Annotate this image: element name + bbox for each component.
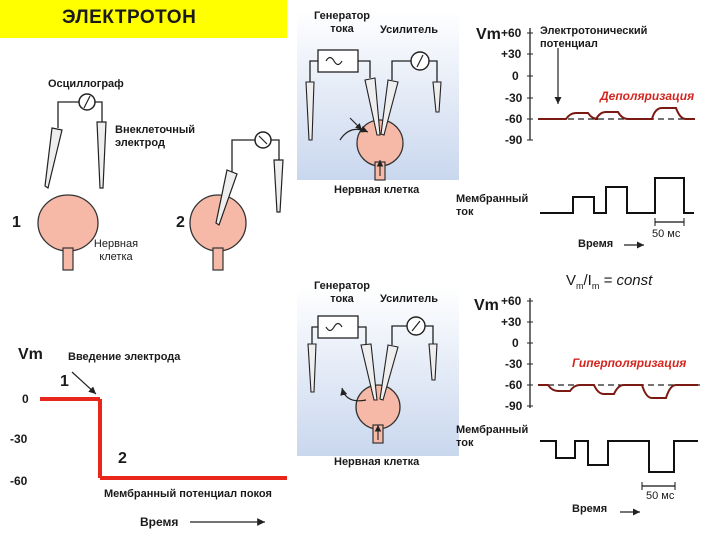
tick-plus30-b: +30 [501,315,522,329]
electrode-icon [44,127,63,189]
depolarization-graph [527,28,695,249]
graph-step-1: 1 [60,373,69,390]
tick-plus30: +30 [501,47,522,61]
current-generator-icon [317,315,359,339]
tick-0-b: 0 [512,336,519,350]
generator-label: Генератор тока [313,10,371,35]
electrode-icon [305,81,315,141]
tick-plus60: +60 [501,26,522,40]
electrotonic-potential-label: Электротонический потенциал [540,25,648,50]
y-tick-minus30: -30 [10,432,28,446]
page-title: ЭЛЕКТРОТОН [62,7,197,28]
tick-minus60-b: -60 [505,378,523,392]
depolarization-setup [297,10,459,181]
time-label-bottom: Время [572,503,608,515]
generator-label-2: Генератор тока [313,280,371,305]
vm-axis-label-top: Vm [476,26,501,43]
hyperpolarization-setup [297,286,459,456]
electrode-icon [273,159,284,213]
amplifier-label-2: Усилитель [380,293,439,305]
step-2-label: 2 [176,214,185,231]
tick-0: 0 [512,69,519,83]
title-highlight [0,0,287,38]
time-scale-label-2: 50 мс [646,490,675,502]
electrode-icon [380,79,399,136]
graph-step-2: 2 [118,450,127,467]
membrane-current-label: Мембранный ток [456,193,529,218]
current-generator-icon [317,49,359,73]
time-label-top: Время [578,238,614,250]
electrode-icon [432,81,442,113]
vm-axis-label-bottom: Vm [474,297,499,314]
resting-potential-label: Мембранный потенциал покоя [104,488,272,500]
electrode-icon [360,343,378,401]
vm-axis-label: Vm [18,346,43,363]
tick-minus30: -30 [505,91,523,105]
electrode-icon [307,343,317,393]
vm-im-ratio: Vm/Im = const [566,272,653,291]
hyperpolarization-graph [527,298,700,516]
electrode-icon [215,169,238,226]
electrode-icon [379,344,399,401]
nerve-cell-label: Нервная клетка [93,238,139,263]
electrode-insertion-label: Введение электрода [68,351,181,363]
oscilloscope-panel [37,93,284,271]
time-axis-label: Время [140,515,179,529]
time-scale-label: 50 мс [652,228,681,240]
electrode-icon [428,343,438,381]
membrane-current-label-2: Мембранный ток [456,424,529,449]
step-1-label: 1 [12,214,21,231]
y-tick-minus60: -60 [10,474,28,488]
hyperpolarization-label: Гиперполяризация [572,356,687,370]
tick-minus90-b: -90 [505,399,523,413]
electrode-label: Внеклеточный электрод [115,124,196,149]
tick-minus60: -60 [505,112,523,126]
nerve-cell-center-1 [356,119,404,167]
amplifier-label: Усилитель [380,24,439,36]
resting-potential-graph [40,371,287,526]
nerve-cell-center-2 [355,384,401,430]
depolarization-label: Деполяризация [600,89,695,103]
tick-plus60-b: +60 [501,294,522,308]
tick-minus30-b: -30 [505,357,523,371]
nerve-cell-center-label: Нервная клетка [334,184,420,196]
nerve-cell-center-label-2: Нервная клетка [334,456,420,468]
electrode-icon [364,77,381,136]
electrode-icon [96,121,107,189]
oscilloscope-label: Осциллограф [48,78,124,90]
y-tick-0: 0 [22,392,29,406]
tick-minus90: -90 [505,133,523,147]
